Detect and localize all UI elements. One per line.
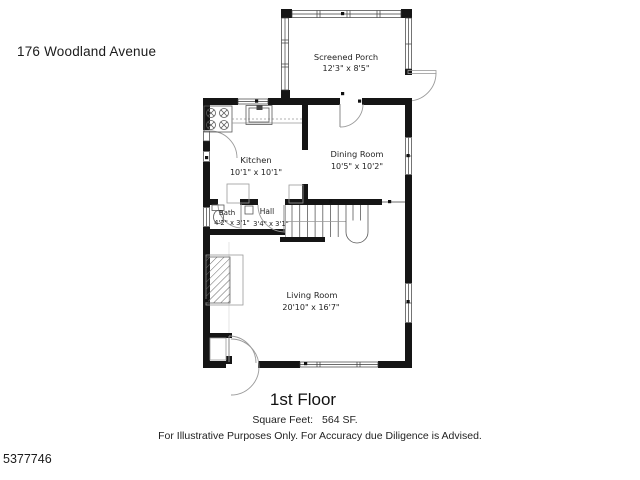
cabinet bbox=[226, 183, 250, 204]
room-label: Dining Room bbox=[330, 149, 383, 159]
room-dimensions: 3'4" x 3'1" bbox=[253, 220, 289, 228]
square-feet-value: 564 SF. bbox=[322, 414, 358, 426]
stove-icon bbox=[203, 105, 233, 133]
door-swings bbox=[209, 103, 364, 396]
stairs-icon bbox=[285, 205, 369, 244]
square-feet-line: Square Feet: 564 SF. bbox=[205, 414, 405, 426]
disclaimer-text: For Illustrative Purposes Only. For Accu… bbox=[158, 430, 482, 442]
dimension-markers bbox=[205, 12, 410, 366]
bathroom-fixtures: Bath 4'2" x 3'1" bbox=[211, 204, 254, 227]
room-dimensions: 20'10" x 16'7" bbox=[282, 303, 339, 312]
room-dimensions: 10'1" x 10'1" bbox=[230, 168, 282, 177]
room-label: Kitchen bbox=[240, 155, 271, 165]
room-dimensions: 12'3" x 8'5" bbox=[322, 64, 369, 73]
hall: Hall 3'4" x 3'1" bbox=[253, 207, 289, 228]
room-dimensions: 4'2" x 3'1" bbox=[214, 219, 250, 227]
room-dimensions: 10'5" x 10'2" bbox=[331, 162, 383, 171]
square-feet-label: Square Feet: bbox=[252, 414, 314, 426]
room-label: Living Room bbox=[287, 290, 338, 300]
screened-porch: Screened Porch 12'3" x 8'5" bbox=[281, 9, 437, 102]
floor-name: 1st Floor bbox=[269, 390, 337, 409]
toilet-icon bbox=[211, 204, 225, 224]
page-title: 176 Woodland Avenue bbox=[17, 44, 157, 59]
room-label: Bath bbox=[219, 209, 235, 217]
counter bbox=[232, 118, 302, 124]
cabinet bbox=[288, 184, 304, 204]
sink-icon bbox=[245, 105, 273, 125]
room-label: Hall bbox=[260, 207, 274, 216]
room-label: Screened Porch bbox=[314, 52, 378, 62]
porch-door-swing bbox=[407, 70, 437, 102]
dining-room: Dining Room 10'5" x 10'2" bbox=[330, 149, 383, 171]
mls-number: 5377746 bbox=[3, 452, 52, 466]
living-room: Living Room 20'10" x 16'7" bbox=[205, 242, 340, 333]
bath-sink-icon bbox=[244, 205, 254, 215]
kitchen-fixtures: Kitchen 10'1" x 10'1" bbox=[203, 105, 304, 204]
fireplace-icon bbox=[205, 254, 244, 306]
